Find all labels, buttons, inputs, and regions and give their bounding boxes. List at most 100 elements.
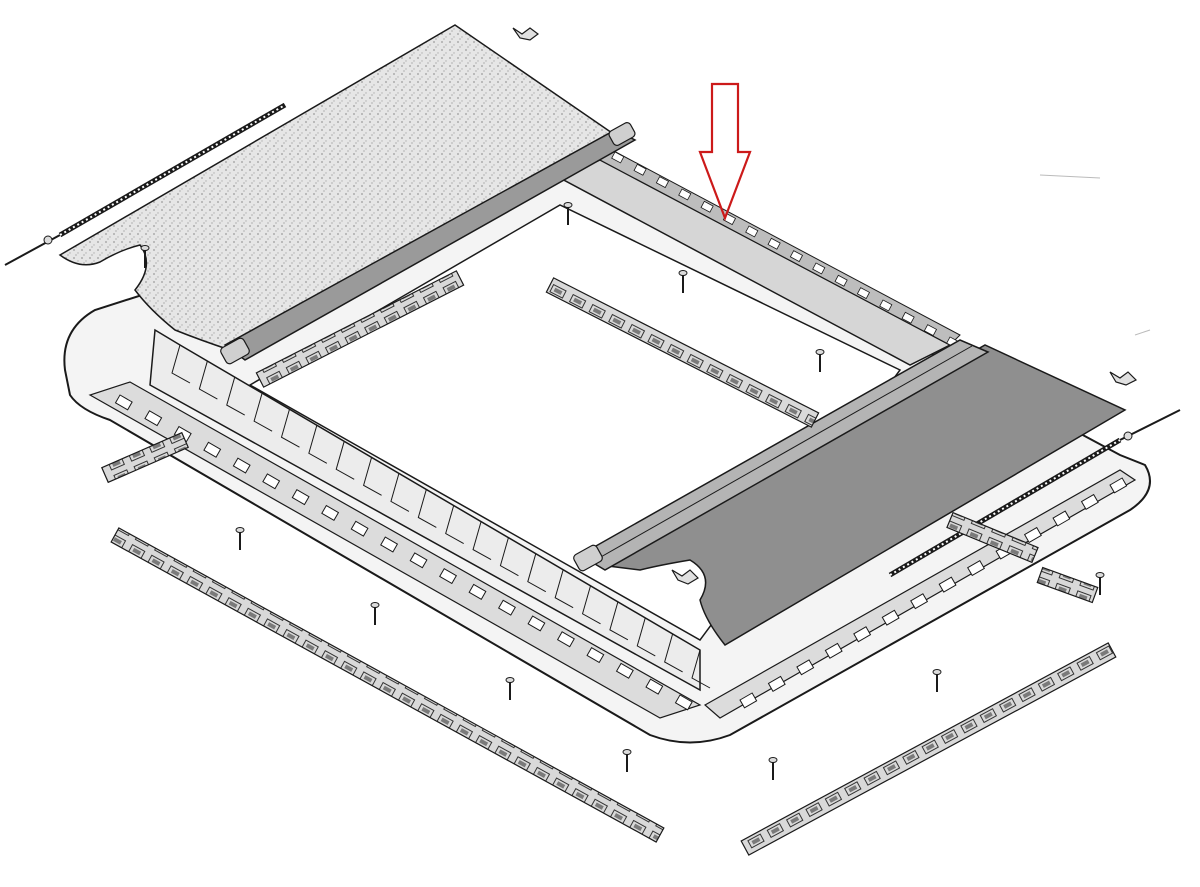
frame-pocket	[1023, 526, 1042, 544]
screw-head	[1095, 572, 1105, 578]
guide-rail-notch	[678, 188, 692, 201]
frame-pocket	[262, 473, 281, 490]
frame-pocket	[439, 568, 458, 585]
stray-mark-2	[1134, 329, 1151, 336]
guide-rail-notch	[856, 287, 871, 300]
frame-rib	[445, 505, 464, 544]
screw-head	[622, 749, 632, 755]
screw	[622, 749, 632, 772]
frame-rib	[308, 425, 328, 464]
frame-rib	[499, 537, 519, 577]
frame-rib	[554, 569, 574, 609]
blind-fabric	[597, 344, 1127, 646]
frame-rib	[226, 376, 245, 416]
guide-rail-notch	[611, 151, 625, 164]
spring-rod-left	[4, 102, 287, 266]
frame-pocket	[232, 457, 251, 474]
screw	[235, 527, 245, 550]
guide-rail	[558, 149, 961, 366]
frame-ribs	[171, 344, 711, 689]
frame-pocket	[1109, 477, 1128, 494]
guide-rail-notch	[834, 274, 848, 287]
frame-pocket	[615, 662, 634, 679]
frame-pocket	[938, 576, 957, 593]
frame-pocket	[350, 520, 369, 537]
guide-rail-notch	[812, 262, 826, 275]
guide-rail-notch	[789, 250, 804, 263]
screw-head	[563, 202, 573, 208]
guide-rail-notch	[923, 324, 938, 337]
frame-rib	[691, 649, 711, 689]
frame-rib	[280, 409, 300, 448]
clip-strip	[255, 270, 465, 388]
guide-rail-notch	[700, 200, 714, 213]
frame-pocket	[739, 692, 758, 709]
stray-mark	[1039, 174, 1101, 179]
frame-rib	[335, 441, 355, 480]
screw-head	[505, 677, 515, 683]
screw	[140, 245, 150, 268]
frame-pocket	[645, 678, 664, 695]
screw	[678, 270, 688, 293]
guide-rail-notch	[655, 176, 670, 189]
frame-rib	[472, 521, 492, 561]
flyscreen-bar-end-cap	[220, 337, 250, 365]
frame-left-wall	[149, 328, 701, 692]
frame-pocket	[586, 646, 605, 664]
frame-right-lip	[703, 469, 1137, 719]
clip-strip	[946, 511, 1039, 564]
frame-rib	[390, 473, 410, 512]
screw	[815, 349, 825, 372]
frame-rib	[527, 553, 547, 593]
screw-head	[235, 527, 245, 533]
frame-rib	[581, 585, 601, 625]
frame-pocket	[853, 626, 872, 643]
blind-roll	[573, 339, 1127, 646]
screw	[370, 602, 380, 625]
screw-head	[932, 669, 942, 675]
spring-rod-right	[888, 409, 1181, 578]
guide-rail-notches	[611, 151, 960, 349]
frame-rib	[198, 360, 218, 400]
frame-pocket	[380, 536, 399, 553]
frame-rib	[362, 457, 382, 496]
frame-pocket	[291, 489, 310, 506]
screw	[1095, 572, 1105, 595]
guide-rail-notch	[901, 311, 915, 324]
frame-pocket	[527, 615, 546, 632]
screw-head	[678, 270, 688, 276]
blind-bar-end-cap	[573, 544, 603, 572]
frame-pocket	[321, 504, 340, 522]
frame-pocket	[767, 675, 786, 692]
frame-pocket	[409, 552, 428, 569]
blind-bar-groove	[591, 345, 973, 563]
flyscreen-mesh	[58, 24, 617, 351]
frame-pocket	[144, 410, 163, 427]
frame-pocket	[203, 441, 222, 458]
indicator-arrow	[698, 82, 752, 222]
frame-pocket	[114, 394, 133, 411]
screw-head	[140, 245, 150, 251]
screw-head	[370, 602, 380, 608]
clip-strip	[110, 527, 665, 843]
clip-strip	[1036, 566, 1099, 604]
frame-rib	[171, 344, 191, 384]
screw	[932, 669, 942, 692]
frame-pocket	[1080, 493, 1099, 511]
guide-rail-notch	[745, 225, 759, 238]
screw-head	[768, 757, 778, 763]
frame-rib	[636, 617, 656, 657]
frame-pocket	[824, 642, 843, 659]
frame-rib	[609, 601, 629, 641]
screw	[768, 757, 778, 780]
flyscreen-bar-end-cap-2	[608, 122, 636, 146]
blind-bar	[578, 339, 990, 571]
guide-rail-notch	[767, 237, 781, 250]
guide-rail-notch	[879, 299, 893, 312]
frame-pocket	[468, 583, 487, 600]
screws	[140, 202, 1105, 780]
frame-pocket	[1052, 510, 1071, 527]
frame-pockets	[114, 394, 1128, 711]
